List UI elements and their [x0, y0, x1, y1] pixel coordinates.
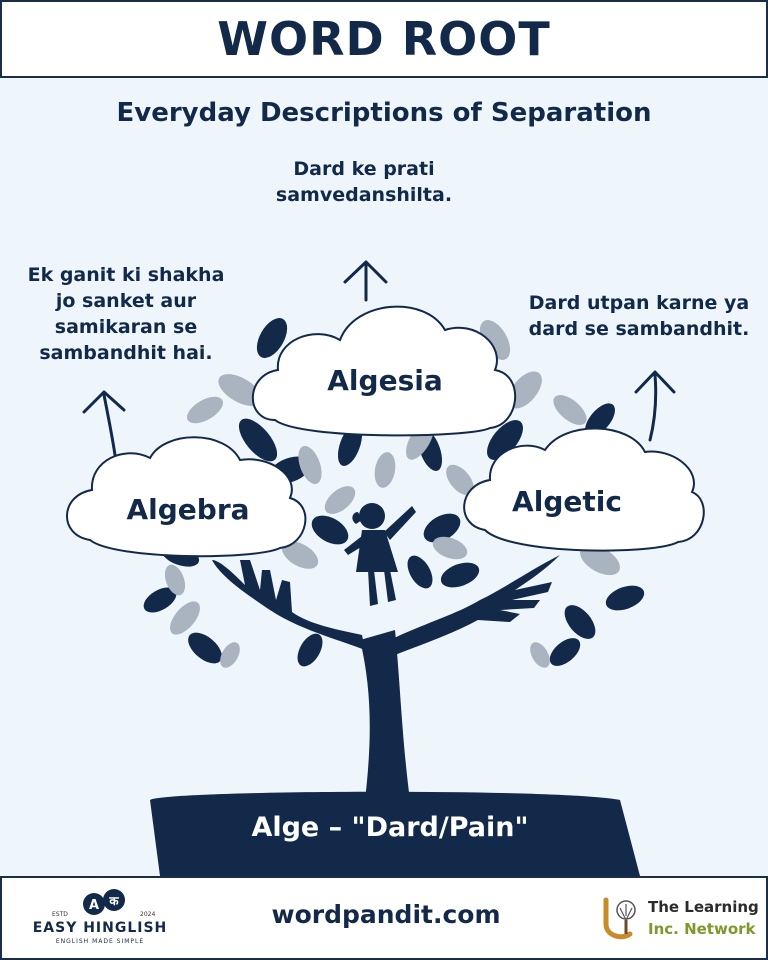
cloud-algesia: [251, 305, 517, 437]
root-meaning: Alge – "Dard/Pain": [251, 812, 529, 843]
page-title: WORD ROOT: [217, 12, 551, 66]
header-banner: WORD ROOT: [0, 0, 768, 78]
footer: A क ESTD 2024 EASY HINGLISH ENGLISH MADE…: [0, 876, 768, 960]
speech-bubble-icon: A क: [83, 889, 125, 915]
badge-ka: क: [108, 894, 119, 908]
subtitle: Everyday Descriptions of Separation: [116, 98, 652, 128]
clouds: [66, 305, 705, 558]
arrows: [82, 260, 676, 457]
definition-algetic: Dard utpan karne ya dard se sambandhit.: [528, 292, 750, 340]
easy-hinglish-tagline: ENGLISH MADE SIMPLE: [55, 938, 145, 945]
word-algetic: Algetic: [512, 485, 622, 518]
easy-hinglish-logo: A क ESTD 2024 EASY HINGLISH ENGLISH MADE…: [22, 884, 172, 952]
definition-algebra: Ek ganit ki shakha jo sanket aur samikar…: [27, 264, 225, 364]
estd-label: ESTD: [52, 911, 68, 918]
easy-hinglish-name: EASY HINGLISH: [32, 920, 168, 936]
cloud-algebra: [66, 436, 307, 558]
website-link[interactable]: wordpandit.com: [271, 900, 501, 929]
right-hand-branch: [390, 555, 560, 655]
word-algebra: Algebra: [126, 493, 250, 526]
left-hand-branch: [212, 560, 365, 650]
definition-algesia: Dard ke prati samvedanshilta.: [275, 158, 453, 206]
tree-u-icon: [603, 897, 636, 940]
cloud-algetic: [463, 427, 705, 552]
tree-illustration: [66, 260, 705, 876]
gray-leaves: [164, 320, 620, 668]
word-algesia: Algesia: [327, 364, 443, 397]
learning-network-logo: The Learning Inc. Network: [600, 888, 760, 948]
ground-mound: [150, 791, 640, 876]
child-figure: [344, 503, 416, 606]
estd-year: 2024: [140, 911, 156, 918]
learning-network-line1: The Learning: [648, 898, 759, 916]
learning-network-line2: Inc. Network: [648, 920, 756, 938]
badge-a: A: [89, 898, 99, 913]
tree-trunk: [360, 630, 410, 800]
